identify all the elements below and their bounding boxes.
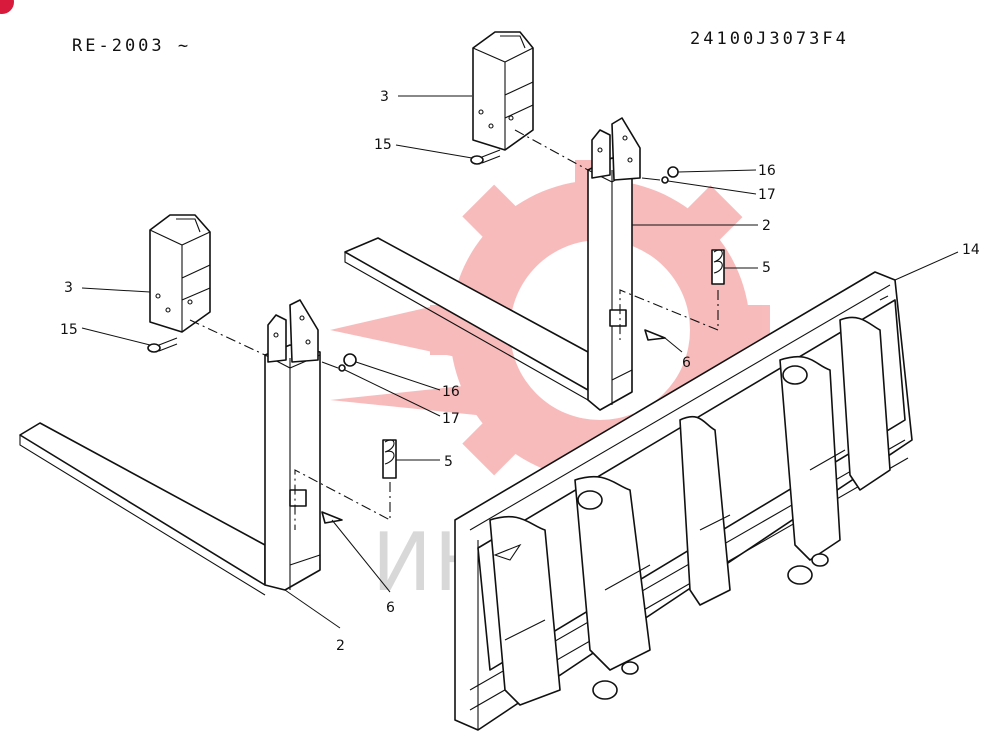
serial-range-label: RE-2003 ~: [72, 36, 192, 56]
callout-3-left: 3: [64, 280, 73, 296]
lock-pin-top: [619, 249, 725, 340]
lock-pin-left: [294, 439, 397, 530]
callout-15-top: 15: [374, 137, 392, 153]
split-pin-top: [644, 329, 666, 341]
callout-5-left: 5: [444, 454, 453, 470]
fork-guard-left: [149, 214, 211, 333]
callout-6-top: 6: [682, 355, 691, 371]
fork-guard-top: [472, 31, 534, 151]
callout-2-left: 2: [336, 638, 345, 654]
bolt-left: [147, 337, 178, 353]
corner-badge-icon: [0, 0, 14, 14]
callout-2-top: 2: [762, 218, 771, 234]
callouts: 3 15 16 17 2 5 6 14 3 15 16 17: [60, 89, 980, 654]
part-number-label: 24100J3073F4: [690, 29, 849, 49]
callout-5-top: 5: [762, 260, 771, 276]
nut-washer-left: [321, 353, 357, 372]
fork-right: [344, 117, 641, 411]
bolt-top: [470, 149, 501, 165]
callout-16-left: 16: [442, 384, 460, 400]
split-pin-left: [321, 511, 343, 524]
fork-carriage: [454, 271, 913, 731]
nut-washer-top: [641, 166, 679, 184]
fork-left: [19, 299, 321, 596]
callout-15-left: 15: [60, 322, 78, 338]
callout-16-top: 16: [758, 163, 776, 179]
callout-3-top: 3: [380, 89, 389, 105]
callout-14: 14: [962, 242, 980, 258]
callout-17-top: 17: [758, 187, 776, 203]
callout-17-left: 17: [442, 411, 460, 427]
callout-6-left: 6: [386, 600, 395, 616]
